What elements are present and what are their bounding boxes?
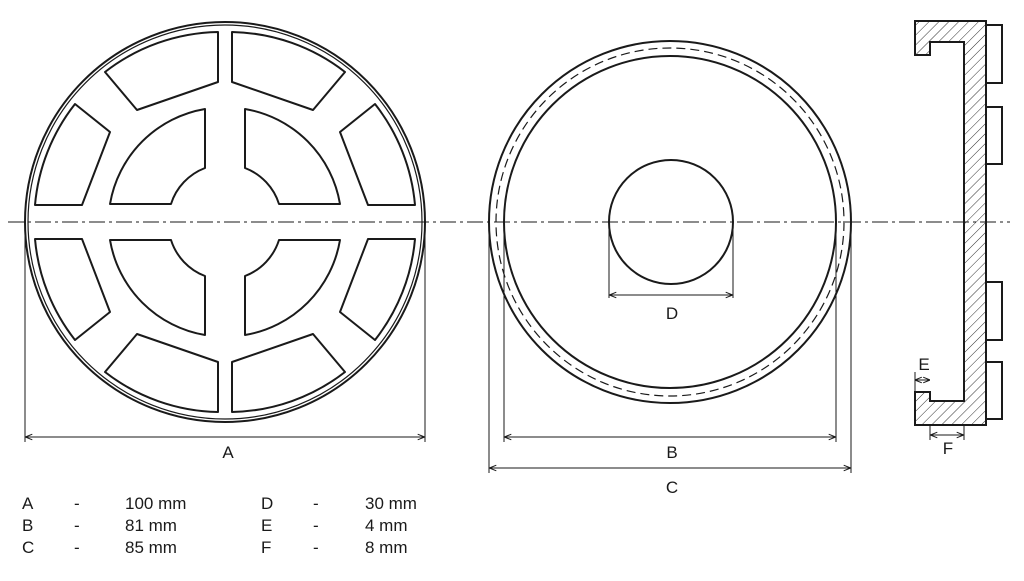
legend-key: A: [22, 494, 34, 513]
legend-key: B: [22, 516, 34, 535]
legend-separator: -: [313, 538, 319, 557]
pad-quadrant-bottom-left: [34, 238, 219, 413]
legend-separator: -: [74, 538, 80, 557]
legend-key: C: [22, 538, 35, 557]
dimension-label-a: A: [222, 443, 234, 462]
legend-value: 30 mm: [365, 494, 417, 513]
dimension-label-e: E: [918, 355, 929, 374]
dimension-a: [24, 222, 426, 442]
legend-value: 81 mm: [125, 516, 177, 535]
legend-separator: -: [313, 516, 319, 535]
legend-separator: -: [313, 494, 319, 513]
dimension-lines-ef: [914, 372, 965, 440]
legend-key: F: [261, 538, 272, 557]
dimension-label-c: C: [666, 478, 678, 497]
legend-separator: -: [74, 516, 80, 535]
outer-circle-inner: [27, 24, 423, 420]
hidden-circle: [495, 47, 845, 397]
legend-value: 8 mm: [365, 538, 408, 557]
tread-block: [985, 361, 1003, 420]
legend-key: D: [261, 494, 274, 513]
legend-key: E: [261, 516, 273, 535]
dimension-label-d: D: [666, 304, 678, 323]
legend-value: 85 mm: [125, 538, 177, 557]
section-body: [914, 20, 987, 426]
tread-block: [985, 281, 1003, 341]
pad-side-section: [914, 20, 1003, 426]
pad-quadrant-bottom-right: [231, 238, 416, 413]
tread-block: [985, 106, 1003, 165]
dimension-lines-bcd: [488, 222, 852, 473]
dimension-label-b: B: [666, 443, 677, 462]
legend-separator: -: [74, 494, 80, 513]
tread-block: [985, 24, 1003, 84]
legend-value: 100 mm: [125, 494, 187, 513]
legend-value: 4 mm: [365, 516, 408, 535]
pad-quadrant-top-right: [231, 31, 416, 206]
pad-quadrant-top-left: [34, 31, 219, 206]
dimension-label-f: F: [943, 439, 953, 458]
